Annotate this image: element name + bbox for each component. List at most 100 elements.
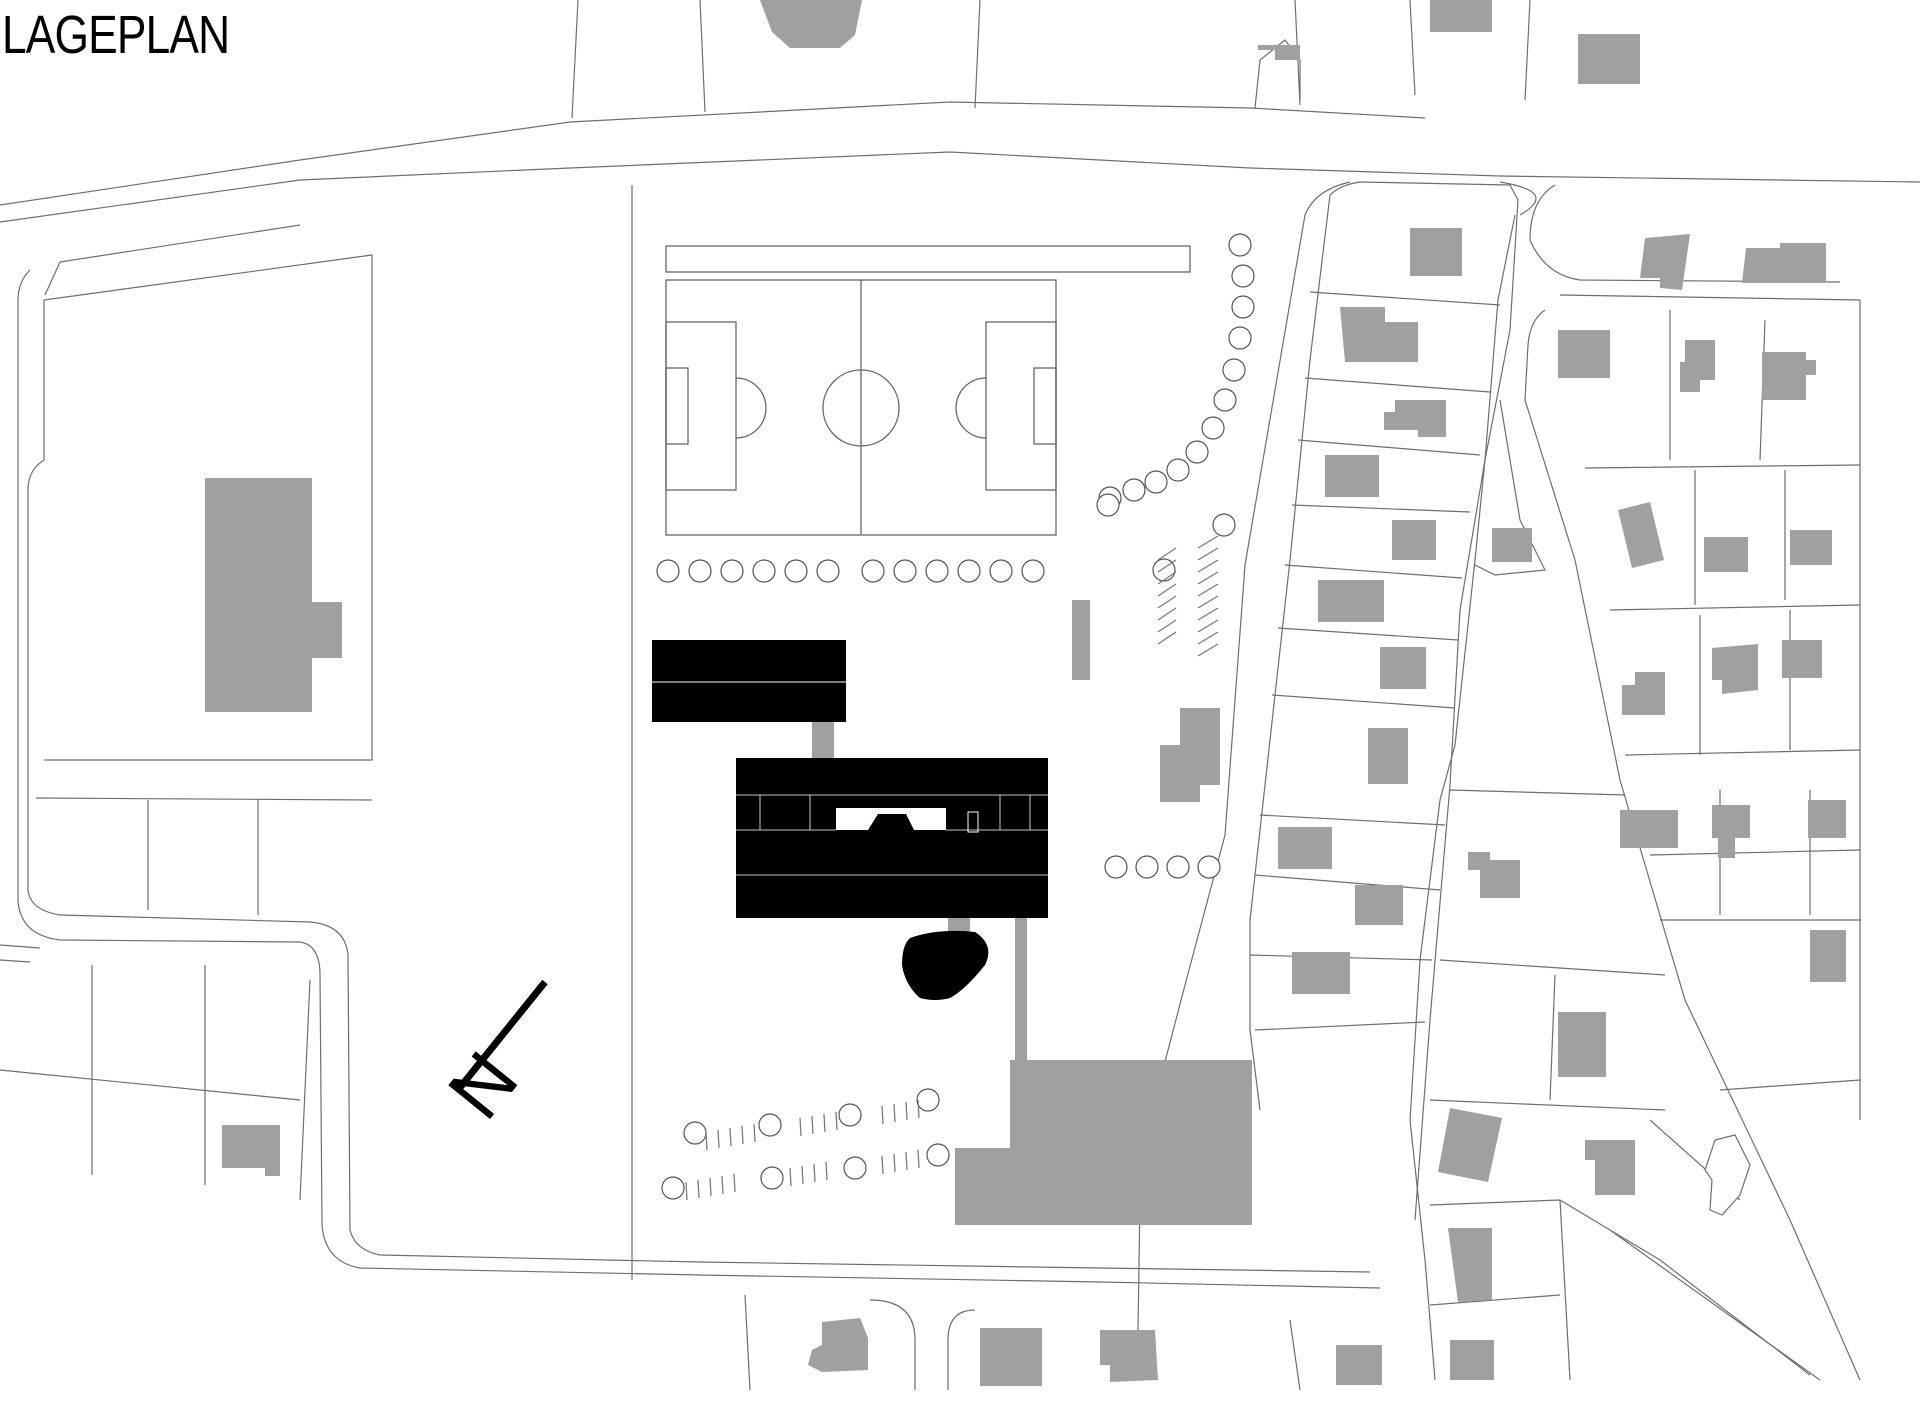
- west-road-outer-edge: [17, 269, 1381, 1289]
- house-e6: [1492, 528, 1532, 562]
- tree: [1166, 458, 1190, 482]
- house-e11: [1712, 644, 1758, 694]
- tree: [1104, 855, 1128, 879]
- southeast-parcels: [1429, 789, 1861, 1201]
- tree: [1213, 388, 1237, 412]
- side-road-edge: [44, 224, 301, 296]
- house-e1: [1640, 234, 1690, 290]
- house-e18: [1558, 1012, 1606, 1077]
- house-e22: [1450, 1340, 1494, 1380]
- penalty-area-west: [665, 321, 737, 491]
- house-r1: [1410, 228, 1462, 276]
- tree: [1166, 855, 1190, 879]
- east-lane-island: [1474, 399, 1546, 576]
- running-track: [665, 245, 1191, 273]
- tree: [838, 1103, 862, 1127]
- covered-walkway: [1015, 918, 1027, 1063]
- tree: [816, 559, 840, 583]
- tree: [926, 1143, 950, 1167]
- football-pitch: [665, 245, 1191, 536]
- east-lane-east-edge: [1409, 181, 1537, 1381]
- house-s2: [980, 1328, 1042, 1386]
- house-r4: [1325, 455, 1379, 497]
- house-e12: [1782, 640, 1822, 678]
- tree: [989, 559, 1013, 583]
- tree: [760, 1166, 784, 1190]
- tree: [1135, 855, 1159, 879]
- penalty-arc-east: [955, 377, 987, 439]
- parcel-lines: [0, 0, 1861, 1391]
- house-r5: [1392, 520, 1436, 560]
- house-e23-outline: [1704, 1134, 1751, 1216]
- house-north-3: [1578, 34, 1640, 84]
- existing-buildings: [205, 0, 1846, 1386]
- building-east-pavilion: [1160, 708, 1220, 802]
- tree: [1122, 478, 1146, 502]
- house-e16: [1468, 852, 1520, 898]
- tree: [661, 1176, 685, 1200]
- north-arrow: N: [431, 979, 548, 1135]
- house-r8: [1368, 728, 1408, 784]
- tree: [758, 1113, 782, 1137]
- house-e10: [1622, 672, 1665, 715]
- centre-circle: [822, 369, 900, 447]
- tree: [1197, 855, 1221, 879]
- house-e7: [1618, 502, 1664, 568]
- tree: [925, 559, 949, 583]
- house-r9: [1278, 827, 1332, 869]
- house-e20: [1585, 1140, 1635, 1195]
- covered-bike-shelter: [1072, 600, 1090, 680]
- south-parcel-dividers: [744, 1294, 1301, 1391]
- parking-stalls: [685, 535, 1219, 1201]
- house-e3: [1558, 330, 1610, 378]
- tree: [1212, 513, 1236, 537]
- far-east-parcel-rows: [1559, 294, 1861, 921]
- house-r7: [1380, 647, 1426, 689]
- east-lane-corner: [1529, 184, 1841, 283]
- tree: [1228, 326, 1252, 350]
- goal-area-east: [1033, 367, 1057, 445]
- house-north-1: [760, 0, 862, 48]
- house-e2: [1742, 243, 1826, 283]
- house-north-2: [1430, 0, 1492, 32]
- house-s1: [808, 1318, 868, 1372]
- house-r2: [1340, 307, 1418, 362]
- school-north-wing: [652, 640, 846, 722]
- house-s4: [1336, 1345, 1382, 1385]
- house-r6: [1318, 580, 1384, 622]
- school-main-block: [736, 758, 1048, 918]
- building-west-large: [205, 478, 342, 712]
- penalty-area-east: [985, 321, 1057, 491]
- residential-block-east-edge: [1329, 181, 1519, 1221]
- penalty-arc-west: [735, 377, 767, 439]
- tree: [843, 1156, 867, 1180]
- north-parcel-detail: [1254, 39, 1301, 109]
- house-e14: [1712, 805, 1750, 858]
- house-e21: [1448, 1228, 1492, 1302]
- tree: [893, 559, 917, 583]
- house-e4: [1680, 340, 1715, 392]
- tree: [1185, 440, 1209, 464]
- tree: [784, 559, 808, 583]
- tree: [861, 559, 885, 583]
- tree: [957, 559, 981, 583]
- tree: [656, 559, 680, 583]
- plan-title: LAGEPLAN: [2, 5, 230, 65]
- north-arrow-label: N: [431, 1036, 535, 1135]
- tree: [1021, 559, 1045, 583]
- house-r3: [1384, 400, 1446, 437]
- north-parcel-dividers: [571, 0, 1531, 119]
- house-e13: [1620, 810, 1678, 848]
- residential-block-west-edge: [1249, 194, 1331, 1111]
- tree: [1144, 470, 1168, 494]
- north-arrow-bar: [455, 979, 548, 1093]
- house-e5: [1762, 352, 1816, 400]
- goal-area-west: [665, 367, 689, 445]
- tree: [1222, 358, 1246, 382]
- house-e15: [1808, 800, 1846, 838]
- west-parcel-row: [35, 797, 373, 915]
- tree: [752, 559, 776, 583]
- southeast-parcels-2: [1429, 1199, 1571, 1381]
